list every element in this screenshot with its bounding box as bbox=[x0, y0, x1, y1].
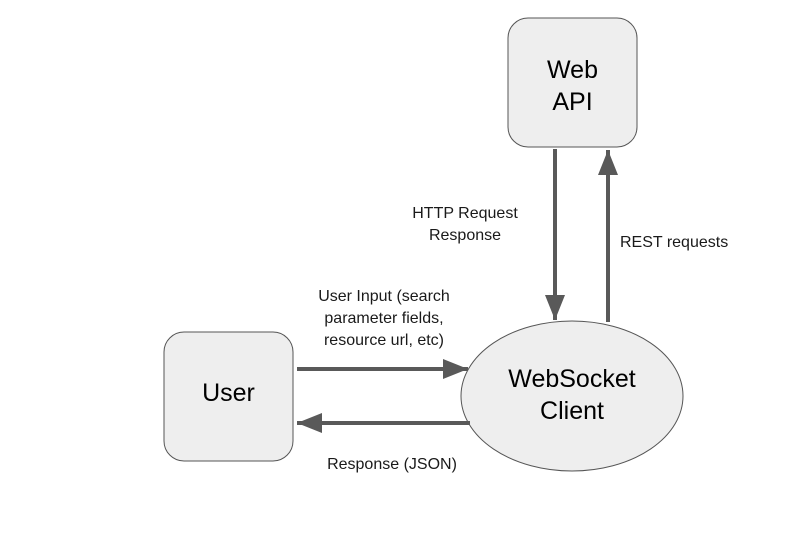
websocket-client-node: WebSocket Client bbox=[460, 320, 684, 472]
http-request-response-edge: HTTP Request Response bbox=[412, 149, 565, 320]
rest-requests-edge: REST requests bbox=[598, 150, 728, 322]
user-box bbox=[163, 331, 294, 462]
user-input-arrowhead bbox=[443, 359, 468, 379]
user-input-edge: User Input (search parameter fields, res… bbox=[297, 288, 468, 379]
http-request-response-label-line1: HTTP Request bbox=[412, 205, 518, 222]
response-json-arrowhead bbox=[297, 413, 322, 433]
user-label: User bbox=[202, 379, 255, 407]
websocket-client-ellipse bbox=[460, 320, 684, 472]
websocket-client-label-line2: Client bbox=[540, 397, 604, 425]
user-node: User bbox=[163, 331, 294, 462]
web-api-node: Web API bbox=[507, 17, 638, 148]
http-request-response-label-line2: Response bbox=[429, 227, 501, 244]
user-input-label-line3: resource url, etc) bbox=[324, 332, 444, 349]
user-input-label-line2: parameter fields, bbox=[324, 310, 443, 327]
web-api-label-line2: API bbox=[552, 88, 592, 116]
user-input-label-line1: User Input (search bbox=[318, 288, 450, 305]
web-api-box bbox=[507, 17, 638, 148]
rest-requests-arrowhead bbox=[598, 150, 618, 175]
websocket-client-label-line1: WebSocket bbox=[508, 365, 635, 393]
response-json-edge: Response (JSON) bbox=[297, 413, 470, 473]
http-request-response-arrowhead bbox=[545, 295, 565, 320]
response-json-label: Response (JSON) bbox=[327, 456, 457, 473]
web-api-label-line1: Web bbox=[547, 56, 598, 84]
rest-requests-label: REST requests bbox=[620, 234, 728, 251]
